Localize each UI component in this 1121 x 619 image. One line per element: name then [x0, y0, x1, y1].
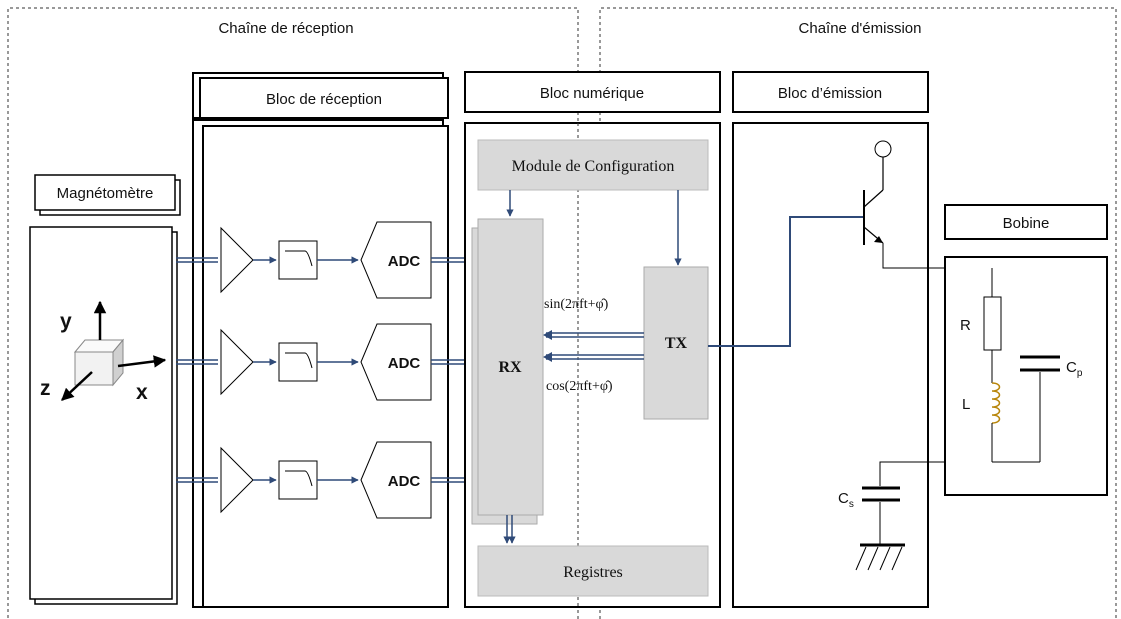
emission-block-title: Bloc d’émission: [778, 85, 882, 102]
r-label: R: [960, 317, 971, 334]
emission-block-box: [732, 122, 929, 608]
tx-label: TX: [665, 335, 688, 352]
config-module-label: Module de Configuration: [512, 158, 675, 175]
coil-title: Bobine: [1003, 215, 1050, 232]
tx-module: TX: [643, 266, 709, 420]
y-axis-label: y: [60, 310, 72, 333]
low-pass-filter-icon: [278, 460, 318, 500]
rx-label: RX: [498, 359, 522, 376]
amplifier-icon: [220, 226, 254, 294]
inductor-l: [991, 382, 1001, 424]
drive-signal-wire: [708, 216, 864, 347]
magnetometer-title-box: Magnétomètre: [34, 174, 181, 216]
emission-block-title-box: Bloc d’émission: [732, 71, 929, 113]
registers-label: Registres: [563, 564, 623, 581]
adc-shape: [360, 323, 432, 401]
adc-label: ADC: [388, 355, 421, 372]
coil-circuit: [983, 268, 1060, 463]
config-module: Module de Configuration: [477, 139, 709, 191]
x-axis-arrow: [117, 355, 167, 368]
x-axis-label: x: [136, 381, 148, 404]
l-label: L: [962, 396, 970, 413]
reception-block-title: Bloc de réception: [266, 91, 382, 108]
sensor-cube-icon: [73, 338, 125, 387]
channel-y-chain: ADC: [176, 323, 476, 401]
adc-label: ADC: [388, 253, 421, 270]
reception-chain-frame: [7, 7, 579, 619]
coil-box: [944, 256, 1108, 496]
adc-shape: [360, 441, 432, 519]
low-pass-filter-icon: [278, 342, 318, 382]
adc-shape: [360, 221, 432, 299]
cs-label: Cs: [838, 490, 854, 510]
sin-signal-label: sin(2πft+φ̂): [544, 297, 609, 312]
resistor-r: [983, 296, 1002, 351]
low-pass-filter-icon: [278, 240, 318, 280]
reception-chain-title: Chaîne de réception: [218, 20, 353, 37]
z-axis-arrow: [61, 371, 93, 401]
channel-z-chain: ADC: [176, 441, 476, 519]
adc-label: ADC: [388, 473, 421, 490]
amplifier-icon: [220, 446, 254, 514]
cp-label: Cp: [1066, 359, 1083, 379]
z-axis-label: z: [40, 377, 51, 400]
amplifier-icon: [220, 328, 254, 396]
registers-module: Registres: [477, 545, 709, 597]
reception-block-title-box: Bloc de réception: [192, 72, 449, 119]
cos-signal-label: cos(2πft+φ̂): [546, 379, 613, 394]
coil-title-box: Bobine: [944, 204, 1108, 240]
magnetometer-box: [29, 226, 178, 605]
channel-x-chain: ADC: [176, 221, 476, 299]
magnetometer-title: Magnétomètre: [57, 185, 154, 202]
rx-module: RX: [471, 218, 544, 525]
ground-icon: [855, 543, 905, 571]
digital-block-title: Bloc numérique: [540, 85, 644, 102]
emission-chain-title: Chaîne d'émission: [799, 20, 922, 37]
digital-block-title-box: Bloc numérique: [464, 71, 721, 113]
